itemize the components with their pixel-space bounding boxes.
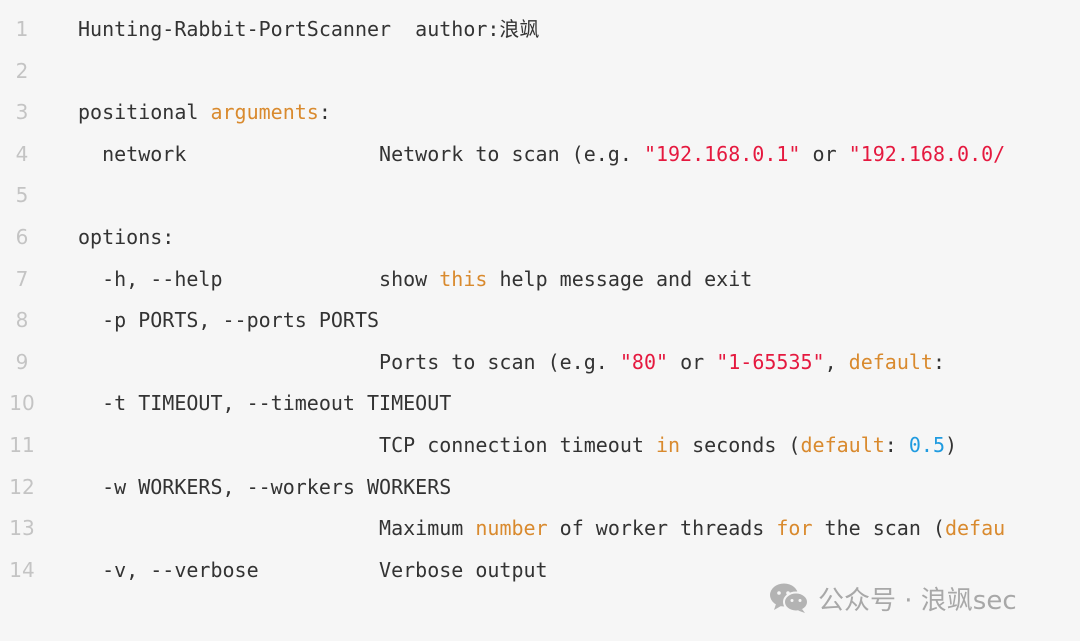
code-line: 2 xyxy=(0,51,1080,93)
watermark: 公众号 · 浪飒sec xyxy=(768,580,1017,616)
code-line: 10 -t TIMEOUT, --timeout TIMEOUT xyxy=(0,383,1080,425)
code-text: , xyxy=(824,349,849,374)
code-text: positional xyxy=(78,100,211,125)
code-token-kw: number xyxy=(475,516,548,541)
line-content: Ports to scan (e.g. "80" or "1-65535", d… xyxy=(78,342,945,384)
line-content: -t TIMEOUT, --timeout TIMEOUT xyxy=(78,383,451,425)
code-token-kw: default xyxy=(800,432,885,457)
code-text: of worker threads xyxy=(547,516,777,541)
line-number: 9 xyxy=(15,349,29,374)
code-text: Ports to scan (e.g. xyxy=(78,349,620,374)
code-text: or xyxy=(668,349,717,374)
code-text: -p PORTS, --ports PORTS xyxy=(78,308,380,333)
code-line: 9 Ports to scan (e.g. "80" or "1-65535",… xyxy=(0,342,1080,384)
code-line: 3 positional arguments: xyxy=(0,92,1080,134)
line-content: Maximum number of worker threads for the… xyxy=(78,508,1005,550)
line-number: 5 xyxy=(15,183,29,208)
code-text: the scan ( xyxy=(812,516,945,541)
code-line: 13 Maximum number of worker threads for … xyxy=(0,508,1080,550)
line-number: 7 xyxy=(15,266,29,291)
line-number: 8 xyxy=(15,308,29,333)
line-content: positional arguments: xyxy=(78,92,331,134)
line-content: Hunting-Rabbit-PortScanner author:浪飒 xyxy=(78,9,539,51)
line-number: 13 xyxy=(9,516,35,541)
code-text: options: xyxy=(78,224,175,249)
line-number: 10 xyxy=(9,391,35,416)
wechat-icon xyxy=(770,583,809,613)
code-text: : xyxy=(932,349,946,374)
line-number: 12 xyxy=(9,474,35,499)
line-content: -p PORTS, --ports PORTS xyxy=(78,300,379,342)
code-text: -v, --verbose Verbose output xyxy=(78,557,548,582)
line-content: -w WORKERS, --workers WORKERS xyxy=(78,467,451,509)
line-number: 14 xyxy=(9,557,35,582)
code-token-kw: for xyxy=(776,516,813,541)
line-number: 4 xyxy=(15,141,29,166)
code-line: 14 -v, --verbose Verbose output xyxy=(0,550,1080,592)
watermark-text: 公众号 · 浪飒sec xyxy=(818,585,1017,616)
code-line: 5 xyxy=(0,175,1080,217)
line-number: 11 xyxy=(9,432,35,457)
line-number: 2 xyxy=(15,58,29,83)
code-token-kw: default xyxy=(848,349,933,374)
code-line: 12 -w WORKERS, --workers WORKERS xyxy=(0,467,1080,509)
code-text: Maximum xyxy=(78,516,476,541)
code-line: 6 options: xyxy=(0,217,1080,259)
code-text: Hunting-Rabbit-PortScanner author:浪飒 xyxy=(78,17,540,41)
code-token-str: "192.168.0.1" xyxy=(643,141,801,166)
code-text: or xyxy=(800,141,849,166)
code-line: 11 TCP connection timeout in seconds (de… xyxy=(0,425,1080,467)
code-text: TCP connection timeout xyxy=(78,432,656,457)
line-content: network Network to scan (e.g. "192.168.0… xyxy=(78,134,1005,176)
line-number: 6 xyxy=(15,224,29,249)
code-text: -w WORKERS, --workers WORKERS xyxy=(78,474,452,499)
code-text: -h, --help show xyxy=(78,266,440,291)
code-text: -t TIMEOUT, --timeout TIMEOUT xyxy=(78,391,452,416)
code-line: 8 -p PORTS, --ports PORTS xyxy=(0,300,1080,342)
code-text: seconds ( xyxy=(680,432,801,457)
code-line: 7 -h, --help show this help message and … xyxy=(0,259,1080,301)
line-content: -h, --help show this help message and ex… xyxy=(78,259,752,301)
line-content: options: xyxy=(78,217,174,259)
code-token-kw: defau xyxy=(944,516,1006,541)
code-text: ) xyxy=(945,432,958,457)
code-block: 1 Hunting-Rabbit-PortScanner author:浪飒 2 3 p… xyxy=(0,9,1080,591)
code-token-str: "1-65535" xyxy=(716,349,825,374)
code-text: : xyxy=(884,432,909,457)
line-content: TCP connection timeout in seconds (defau… xyxy=(78,425,957,467)
code-text: help message and exit xyxy=(487,266,753,291)
code-text: : xyxy=(318,100,331,125)
code-token-kw: in xyxy=(655,432,681,457)
line-number: 1 xyxy=(15,17,29,41)
code-token-str: "192.168.0.0/ xyxy=(848,141,1006,166)
code-token-kw: arguments xyxy=(210,100,319,125)
code-token-str: "80" xyxy=(619,349,669,374)
code-token-kw: this xyxy=(439,266,488,291)
line-content: -v, --verbose Verbose output xyxy=(78,550,548,592)
code-line: 4 network Network to scan (e.g. "192.168… xyxy=(0,134,1080,176)
code-token-num: 0.5 xyxy=(908,432,945,457)
code-line: 1 Hunting-Rabbit-PortScanner author:浪飒 xyxy=(0,9,1080,51)
line-number: 3 xyxy=(15,100,29,125)
code-text: network Network to scan (e.g. xyxy=(78,141,644,166)
